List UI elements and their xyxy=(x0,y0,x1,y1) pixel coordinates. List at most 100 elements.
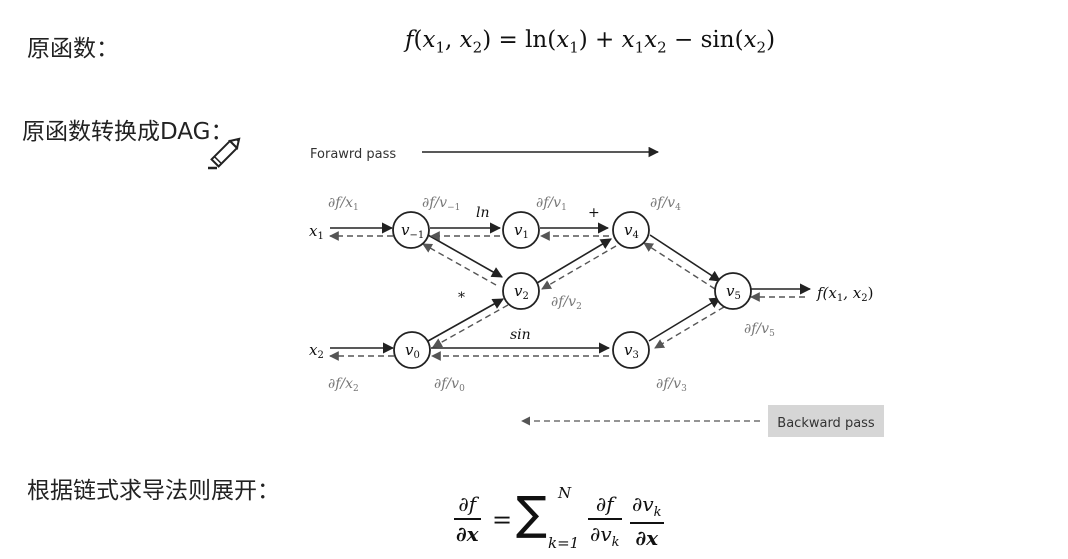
frac-bar xyxy=(588,518,622,520)
grad-var: v xyxy=(451,376,459,392)
grad-x2: ∂f/x2 xyxy=(328,376,359,394)
grad-var: v xyxy=(568,294,576,310)
node-v3: v3 xyxy=(612,331,650,369)
formula-sub: 2 xyxy=(472,38,483,57)
frac-dvk-dx: ∂vk ∂x xyxy=(630,492,664,550)
op-plus: + xyxy=(588,205,600,221)
grad-sub: 4 xyxy=(675,203,681,213)
sum-symbol: ∑ xyxy=(516,486,547,540)
grad-sub: 0 xyxy=(459,384,465,394)
output-sub: 2 xyxy=(861,293,867,304)
backward-pass-box xyxy=(768,405,884,437)
op-sin: sin xyxy=(510,327,531,343)
grad-prefix: ∂f/ xyxy=(551,294,569,310)
output-text: , x xyxy=(843,284,862,302)
chain-rule-formula: ∂f ∂x = ∑ N k=1 ∂f ∂vk ∂vk ∂x xyxy=(450,484,690,554)
grad-sub: 1 xyxy=(561,203,567,213)
grad-v1: ∂f/v1 xyxy=(536,195,567,213)
grad-var: v xyxy=(761,321,769,337)
pencil-icon xyxy=(208,137,241,170)
formula-x: x xyxy=(459,27,473,53)
op-times: * xyxy=(458,290,465,306)
node-sub: −1 xyxy=(409,230,424,241)
grad-sub: 2 xyxy=(353,384,359,394)
svg-text:v0: v0 xyxy=(405,341,420,361)
grad-sub: 1 xyxy=(353,203,359,213)
node-sub: 0 xyxy=(413,350,419,361)
back-edge-v2-vm1 xyxy=(422,243,497,286)
back-edge-v4-v2 xyxy=(541,245,617,290)
label-original-function: 原函数： xyxy=(27,36,119,62)
input-sub: 2 xyxy=(317,350,323,361)
formula-sub: 1 xyxy=(435,38,446,57)
forward-pass-label: Forawrd pass xyxy=(310,147,396,162)
node-sub: 5 xyxy=(734,291,740,302)
grad-v5: ∂f/v5 xyxy=(744,321,775,339)
formula-ln: ln xyxy=(525,27,548,53)
output-text: f(x xyxy=(816,284,837,302)
grad-v2: ∂f/v2 xyxy=(551,294,582,312)
node-sub: 4 xyxy=(632,230,638,241)
grad-vm1: ∂f/v−1 xyxy=(422,195,460,213)
svg-text:v1: v1 xyxy=(514,221,529,241)
grad-var: v xyxy=(667,195,675,211)
equals-sign: = xyxy=(492,506,513,534)
node-v1: v1 xyxy=(502,211,540,249)
frac-num-text: ∂v xyxy=(632,492,654,516)
edge-v3-v5 xyxy=(648,297,721,342)
grad-var: x xyxy=(345,195,353,211)
svg-text:v−1: v−1 xyxy=(401,221,424,241)
node-base: v xyxy=(514,282,523,300)
frac-sub: k xyxy=(653,505,662,520)
node-base: v xyxy=(401,221,410,239)
grad-v0: ∂f/v0 xyxy=(434,376,465,394)
frac-bar xyxy=(630,522,664,524)
input-x2: x2 xyxy=(309,341,324,361)
formula-x: x xyxy=(556,27,570,53)
formula-x: x xyxy=(422,27,436,53)
sum-upper: N xyxy=(558,484,572,502)
grad-var: v xyxy=(673,376,681,392)
op-ln: ln xyxy=(476,205,490,221)
edge-v4-v5 xyxy=(649,234,721,282)
frac-df-dx: ∂f ∂x xyxy=(454,492,481,546)
grad-sub: −1 xyxy=(447,203,460,213)
original-function-formula: f(x1, x2) = ln(x1) + x1x2 − sin(x2) xyxy=(405,27,776,57)
formula-sub: 2 xyxy=(657,38,667,57)
node-base: v xyxy=(624,341,633,359)
output-text: ) xyxy=(868,284,874,302)
node-sub: 3 xyxy=(632,350,638,361)
grad-prefix: ∂f/ xyxy=(328,195,346,211)
formula-sub: 2 xyxy=(756,38,767,57)
grad-var: v xyxy=(553,195,561,211)
sum-lower: k=1 xyxy=(548,534,580,552)
grad-sub: 3 xyxy=(681,384,687,394)
back-edge-v2-v0 xyxy=(432,304,509,348)
edge-vm1-v2 xyxy=(427,234,503,278)
node-v2: v2 xyxy=(502,272,540,310)
formula-x: x xyxy=(743,27,757,53)
frac-denominator: ∂vk xyxy=(588,522,622,550)
node-vm1: v−1 xyxy=(392,211,430,249)
grad-sub: 2 xyxy=(576,302,582,312)
input-x1: x1 xyxy=(309,222,324,242)
grad-prefix: ∂f/ xyxy=(650,195,668,211)
node-base: v xyxy=(624,221,633,239)
grad-var: x xyxy=(345,376,353,392)
input-sub: 1 xyxy=(317,231,323,242)
frac-den-text: ∂v xyxy=(590,521,612,546)
backward-pass-label: Backward pass xyxy=(777,416,875,431)
input-base: x xyxy=(309,341,318,359)
grad-var: v xyxy=(439,195,447,211)
output-f: f(x1, x2) xyxy=(816,284,873,304)
node-v4: v4 xyxy=(612,211,650,249)
frac-sub: k xyxy=(611,534,620,550)
output-sub: 1 xyxy=(837,293,843,304)
svg-text:v3: v3 xyxy=(624,341,639,361)
dag-diagram: Forawrd pass Backward pass v−1 xyxy=(309,146,884,437)
formula-f: f xyxy=(405,27,414,53)
frac-denominator: ∂x xyxy=(456,521,479,546)
node-base: v xyxy=(405,341,414,359)
frac-bar xyxy=(454,518,481,520)
back-edge-v5-v3 xyxy=(654,306,725,349)
